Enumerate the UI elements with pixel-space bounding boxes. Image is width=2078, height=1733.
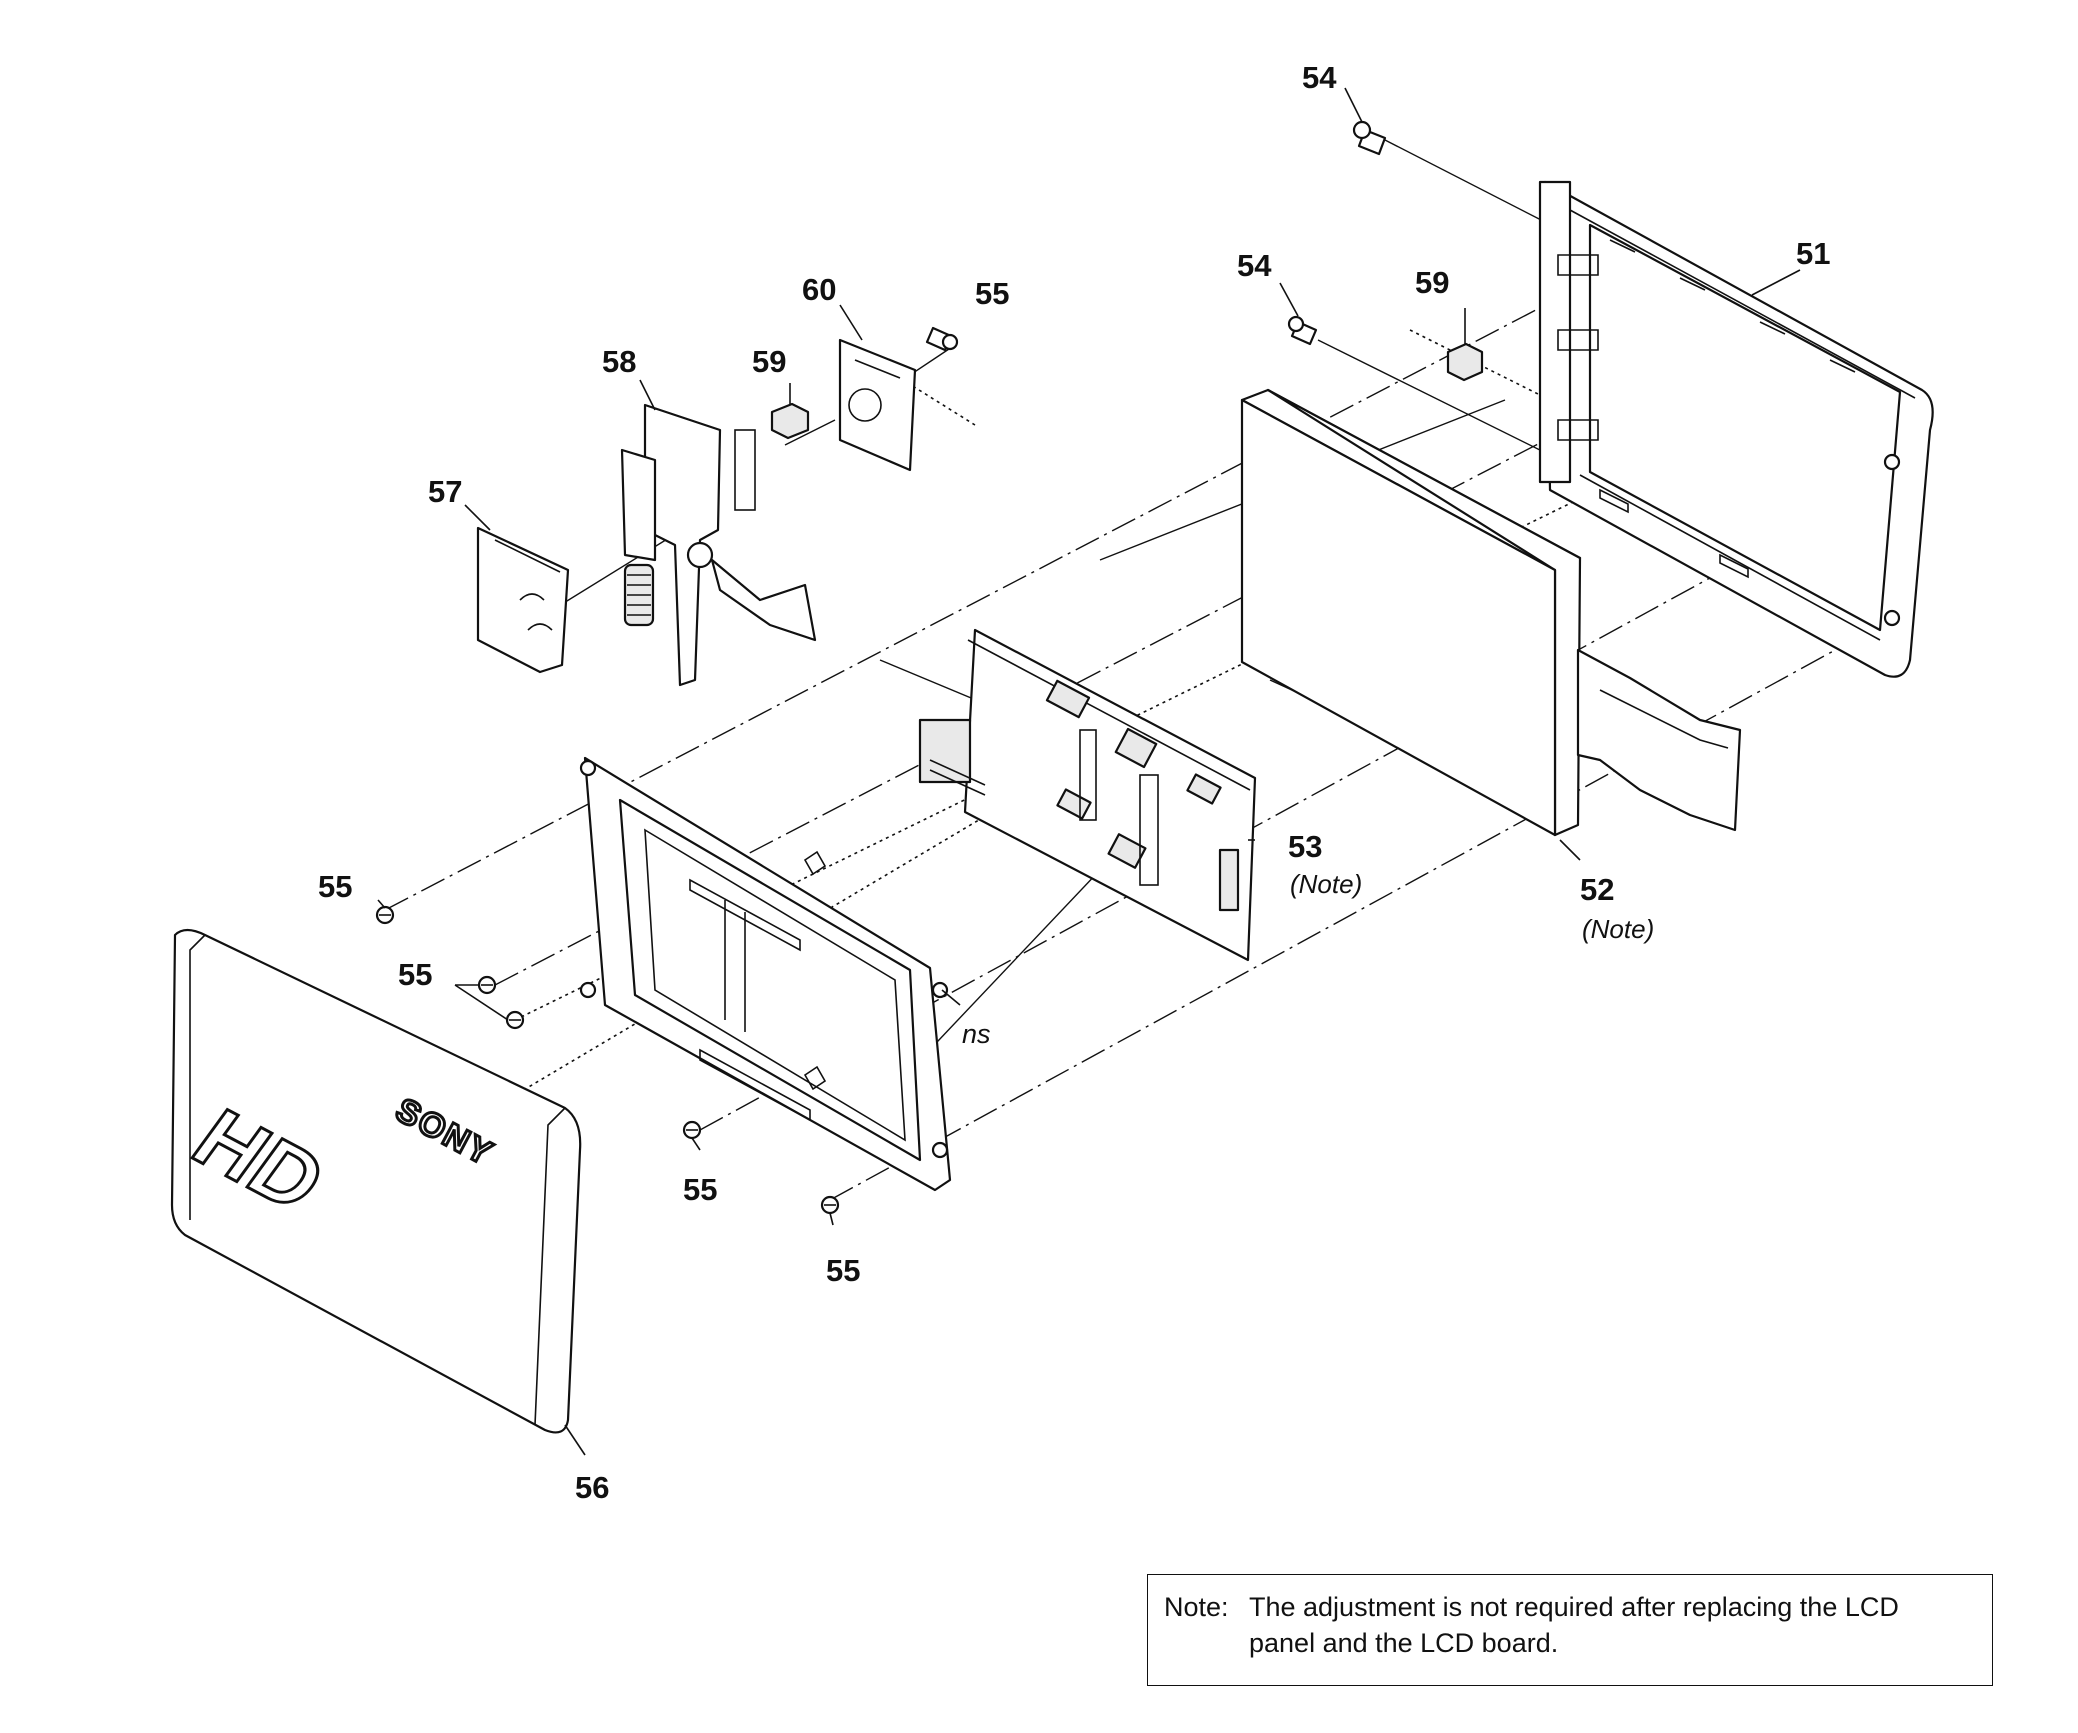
callout-55-left: 55 <box>318 869 352 904</box>
callout-58: 58 <box>602 344 636 379</box>
screw-55-pair-b <box>505 1010 525 1030</box>
lcd-board-53 <box>918 628 1257 962</box>
callout-54-top: 54 <box>1302 60 1337 95</box>
ns-label: ns <box>962 1019 991 1049</box>
hinge-assembly-58 <box>620 403 817 687</box>
note-line-1: The adjustment is not required after rep… <box>1249 1592 1899 1622</box>
callout-55-bottom: 55 <box>826 1253 860 1288</box>
note-box: Note: The adjustment is not required aft… <box>1147 1574 1993 1686</box>
screws <box>375 120 1387 1215</box>
callout-60: 60 <box>802 272 836 307</box>
callout-57: 57 <box>428 474 462 509</box>
screw-55-left <box>375 905 395 925</box>
note-row-1: Note: The adjustment is not required aft… <box>1164 1589 1976 1625</box>
callout-51: 51 <box>1796 236 1830 271</box>
note-52: (Note) <box>1582 914 1654 944</box>
callout-leaders <box>377 87 1801 1456</box>
note-row-2: panel and the LCD board. <box>1164 1625 1976 1661</box>
front-metal-frame <box>579 756 952 1192</box>
rear-frame-51 <box>1538 180 1934 678</box>
screw-54-top <box>1352 120 1387 156</box>
hinge-cover-57 <box>476 526 570 674</box>
screw-55-pair-a <box>477 975 497 995</box>
screw-55-top <box>925 326 959 352</box>
screw-55-bottom <box>820 1195 840 1215</box>
callout-52: 52 <box>1580 872 1614 907</box>
block-59-left <box>770 402 810 440</box>
callout-56: 56 <box>575 1470 609 1505</box>
callout-labels: 54 54 51 59 60 55 58 59 57 53 (Note) 52 … <box>318 60 1830 1505</box>
note-53: (Note) <box>1290 869 1362 899</box>
note-indent <box>1164 1625 1249 1661</box>
callout-55-bottom-mid: 55 <box>683 1172 717 1207</box>
block-59-right <box>1446 342 1484 382</box>
callout-59-right: 59 <box>1415 265 1449 300</box>
hinge-bracket-60 <box>838 338 917 472</box>
lcd-panel-52 <box>1240 388 1742 837</box>
screw-54-mid <box>1287 315 1318 346</box>
front-cover-56: HD SONY <box>170 928 582 1434</box>
screw-55-bottom-mid <box>682 1120 702 1140</box>
callout-54-mid: 54 <box>1237 248 1272 283</box>
callout-55-pair: 55 <box>398 957 432 992</box>
callout-59-left: 59 <box>752 344 786 379</box>
callout-55-top: 55 <box>975 276 1009 311</box>
note-heading: Note: <box>1164 1592 1229 1622</box>
callout-53: 53 <box>1288 829 1322 864</box>
note-line-2: panel and the LCD board. <box>1249 1628 1559 1658</box>
